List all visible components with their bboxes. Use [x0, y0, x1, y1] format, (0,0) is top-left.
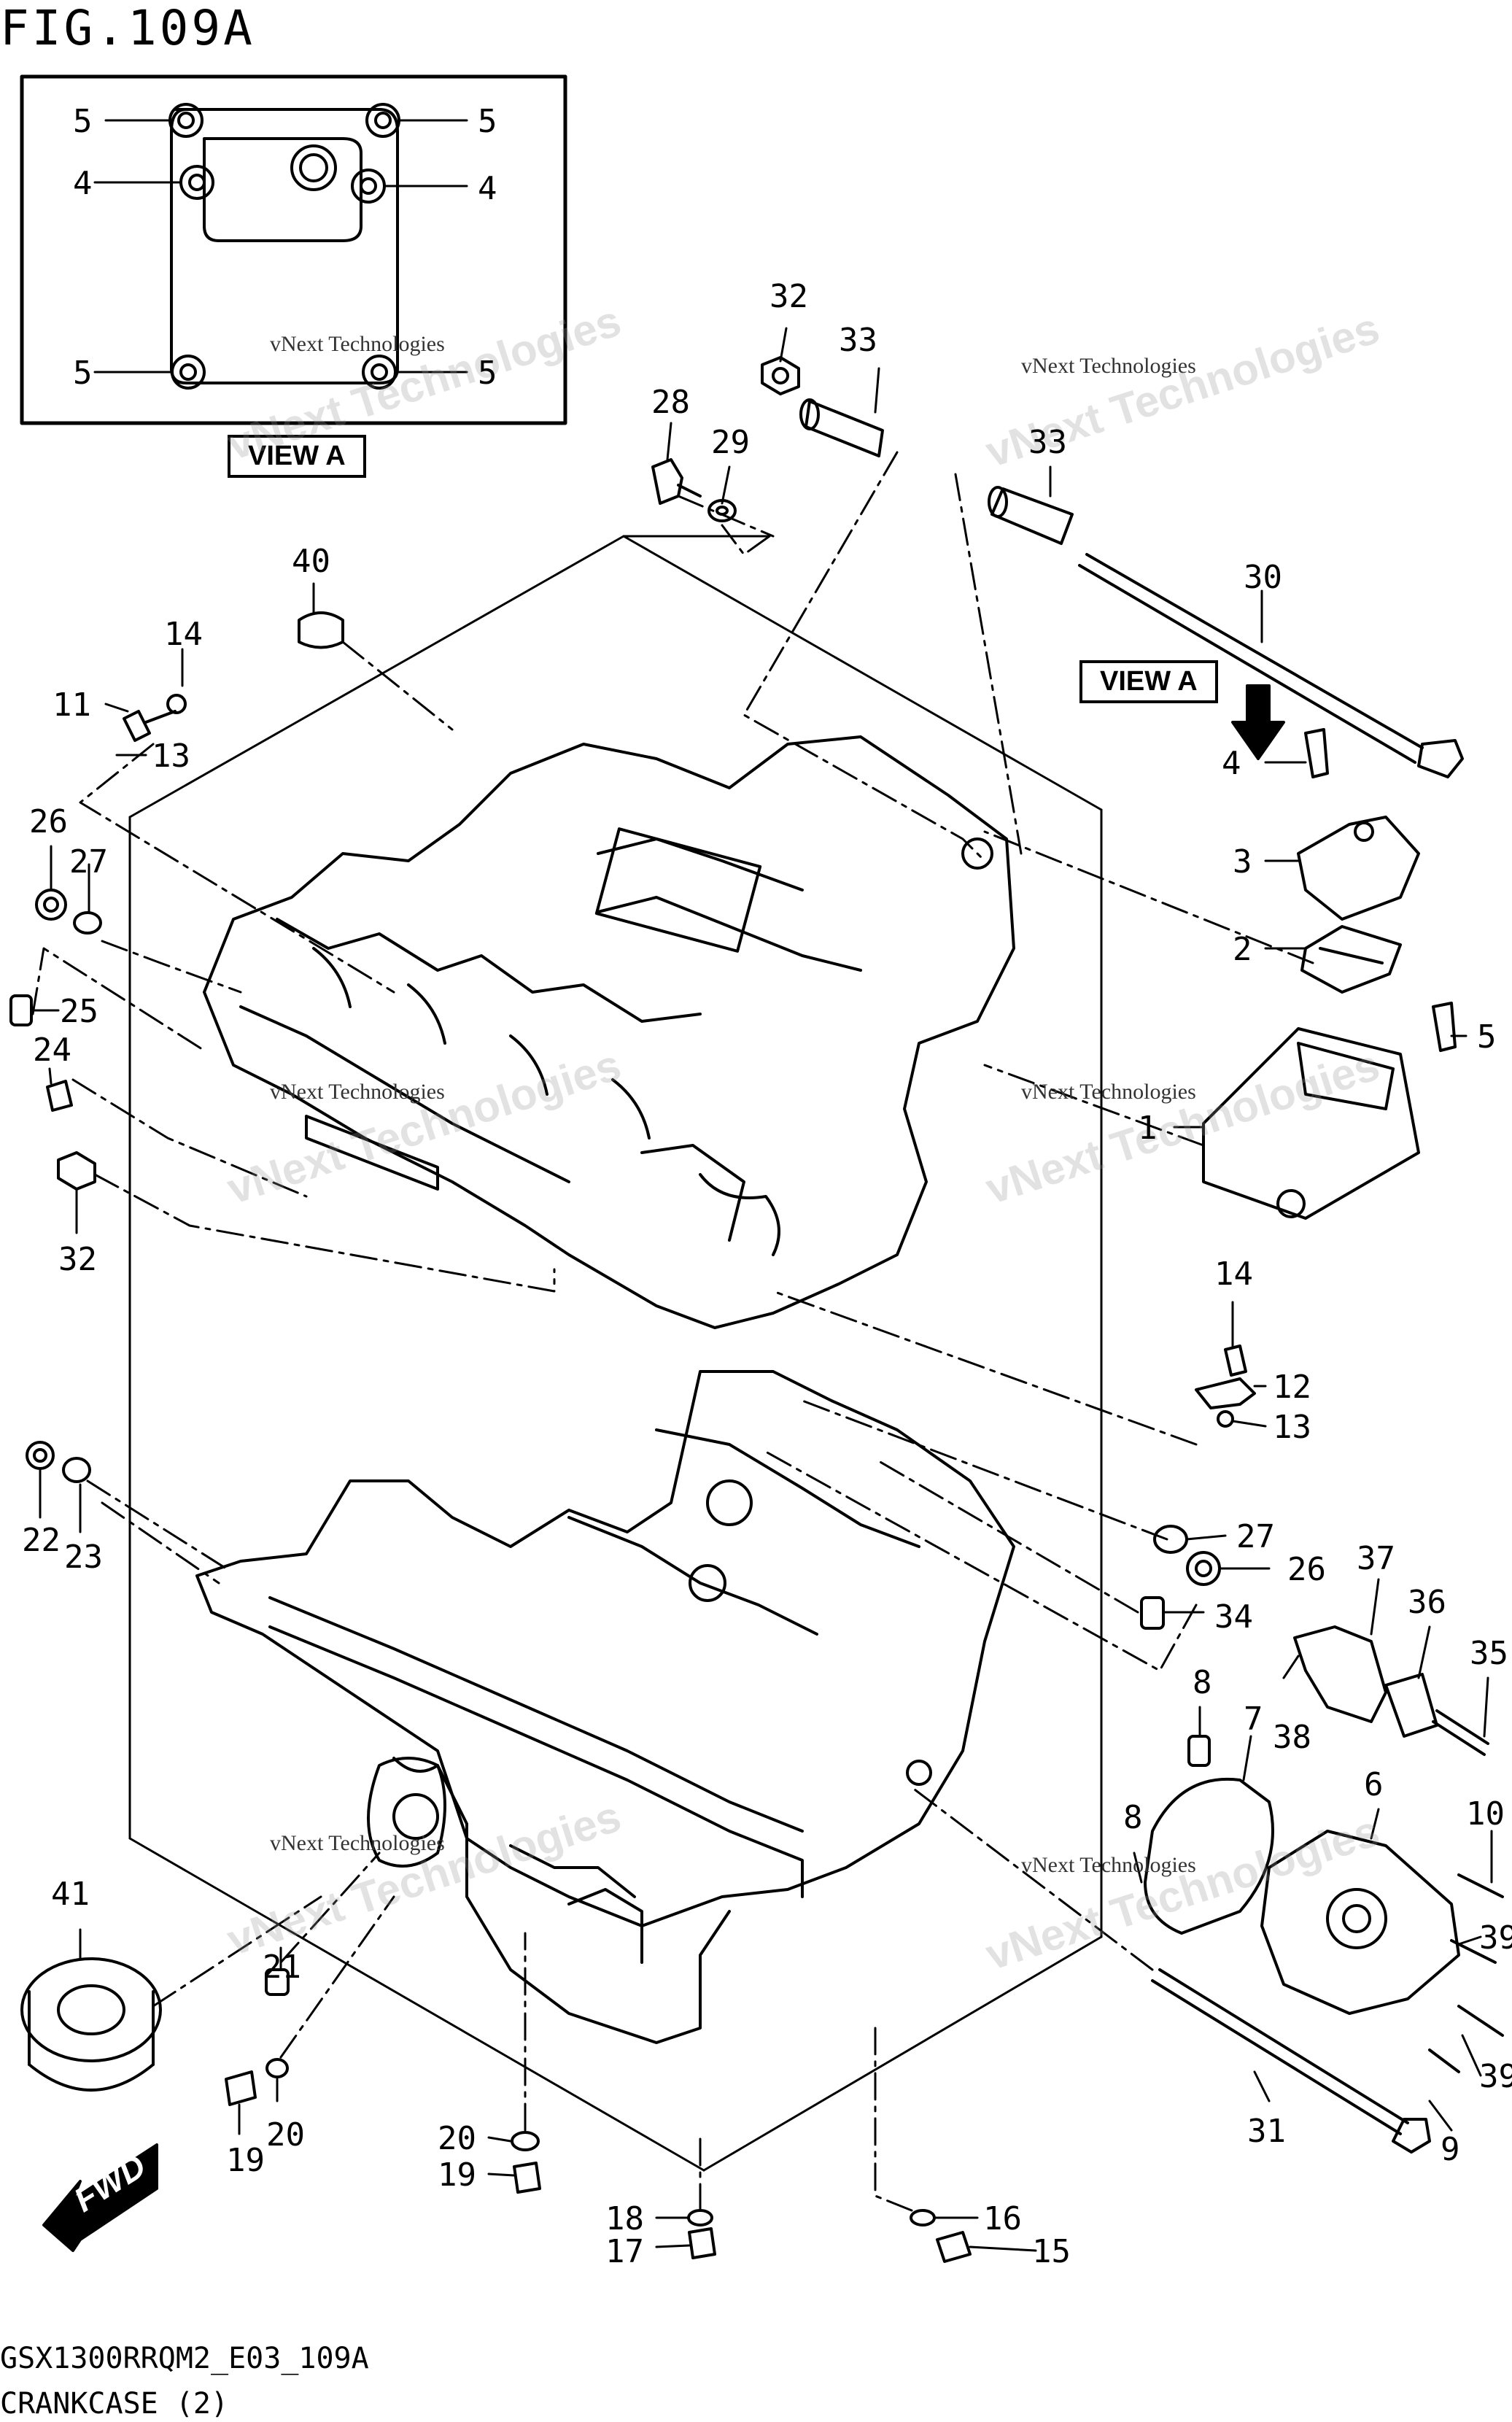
callout-40: 40	[292, 543, 330, 580]
callout-27: 27	[1236, 1518, 1275, 1555]
lower-crankcase	[195, 1370, 1015, 2044]
callout-31: 31	[1247, 2113, 1286, 2150]
watermark-text: vNext Technologies	[270, 1080, 445, 1104]
watermark-text: vNext Technologies	[1021, 354, 1196, 378]
footer-diagram-code: GSX1300RRQM2_E03_109A	[0, 2342, 369, 2375]
parts	[9, 356, 1504, 2263]
callout-15: 15	[1032, 2233, 1071, 2270]
leader-lines	[31, 451, 1314, 2212]
callout-37: 37	[1357, 1540, 1395, 1577]
callout-24: 24	[33, 1032, 71, 1069]
callout-18: 18	[605, 2200, 644, 2237]
callout-4: 4	[478, 170, 497, 207]
callout-39: 39	[1479, 1919, 1512, 1957]
watermark-text: vNext Technologies	[1021, 1080, 1196, 1104]
callout-19: 19	[226, 2142, 265, 2179]
callout-13: 13	[152, 738, 190, 775]
callout-39: 39	[1479, 2058, 1512, 2095]
callout-16: 16	[983, 2200, 1022, 2237]
callout-8: 8	[1123, 1799, 1143, 1836]
callout-38: 38	[1273, 1719, 1311, 1756]
callout-2: 2	[1233, 931, 1252, 968]
callout-12: 12	[1273, 1369, 1311, 1406]
callout-32: 32	[58, 1241, 97, 1278]
callout-20: 20	[438, 2120, 476, 2157]
callout-8: 8	[1193, 1664, 1212, 1701]
callout-5: 5	[1477, 1018, 1497, 1056]
view-a-inset-label: VIEW A	[228, 435, 366, 478]
callout-1: 1	[1138, 1110, 1158, 1147]
callout-9: 9	[1441, 2131, 1460, 2168]
callout-5: 5	[73, 355, 93, 392]
callout-3: 3	[1233, 843, 1252, 881]
callout-17: 17	[605, 2233, 644, 2270]
callout-19: 19	[438, 2156, 476, 2194]
callout-34: 34	[1214, 1598, 1253, 1636]
watermark-text: vNext Technologies	[270, 1831, 445, 1855]
callout-29: 29	[711, 424, 750, 461]
callout-5: 5	[478, 103, 497, 140]
callout-6: 6	[1364, 1766, 1384, 1803]
callout-7: 7	[1244, 1701, 1263, 1738]
watermark-text: vNext Technologies	[270, 332, 445, 356]
callout-28: 28	[651, 384, 690, 421]
callout-23: 23	[64, 1539, 103, 1576]
figure-title: FIG.109A	[0, 0, 255, 56]
callout-33: 33	[839, 322, 877, 359]
callout-26: 26	[1287, 1551, 1326, 1588]
callout-5: 5	[73, 103, 93, 140]
callout-4: 4	[1222, 745, 1241, 782]
callout-14: 14	[1214, 1256, 1253, 1293]
view-a-arrow-label: VIEW A	[1079, 660, 1218, 703]
callout-25: 25	[60, 993, 98, 1030]
callout-11: 11	[53, 686, 91, 724]
callout-32: 32	[769, 278, 808, 315]
callout-35: 35	[1470, 1635, 1508, 1672]
callout-20: 20	[266, 2116, 305, 2154]
callout-leaders	[30, 327, 1493, 2252]
upper-crankcase	[203, 735, 1015, 1329]
callout-41: 41	[51, 1876, 90, 1913]
callout-13: 13	[1273, 1409, 1311, 1446]
callout-27: 27	[69, 843, 108, 881]
callout-30: 30	[1244, 559, 1282, 596]
callout-5: 5	[478, 355, 497, 392]
footer-section-name: CRANKCASE (2)	[0, 2387, 229, 2421]
crankcase-boundary-lines	[128, 535, 1103, 2172]
callout-4: 4	[73, 165, 93, 202]
callout-36: 36	[1408, 1584, 1446, 1621]
callout-14: 14	[164, 616, 203, 653]
callout-21: 21	[263, 1949, 301, 1986]
callout-22: 22	[22, 1522, 61, 1559]
callout-26: 26	[29, 803, 68, 840]
view-a-inset	[20, 74, 567, 425]
callout-10: 10	[1466, 1795, 1505, 1833]
watermark-text: vNext Technologies	[1021, 1853, 1196, 1877]
callout-33: 33	[1028, 424, 1067, 461]
